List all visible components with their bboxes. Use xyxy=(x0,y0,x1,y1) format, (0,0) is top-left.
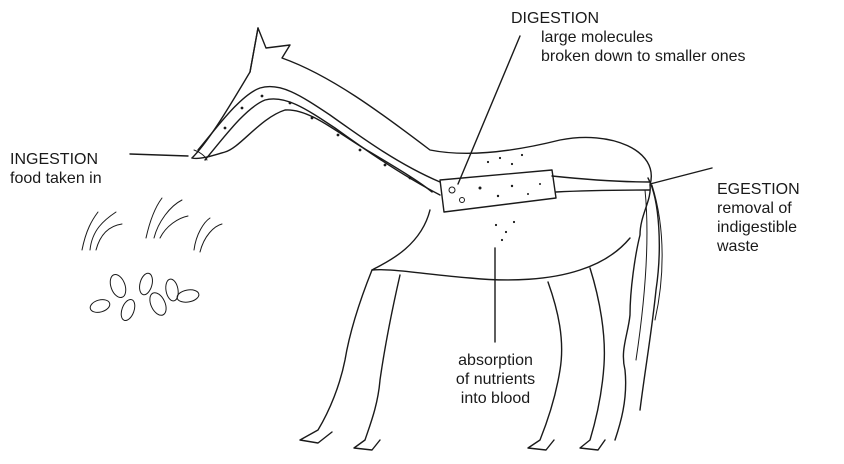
absorption-dots xyxy=(487,154,523,241)
digestion-label: DIGESTION large molecules broken down to… xyxy=(511,9,746,66)
egestion-desc-line-2: indigestible xyxy=(717,218,800,237)
absorption-label: absorption of nutrients into blood xyxy=(438,351,553,408)
gut-tube xyxy=(198,87,440,195)
absorption-desc-line-1: absorption xyxy=(438,351,553,370)
digestion-title: DIGESTION xyxy=(511,9,746,28)
digestion-chamber xyxy=(440,170,556,212)
ingestion-leader-line xyxy=(130,154,188,156)
ingestion-title: INGESTION xyxy=(10,150,102,169)
egestion-label: EGESTION removal of indigestible waste xyxy=(717,180,800,256)
digestion-desc-line-1: large molecules xyxy=(511,28,746,47)
leaves xyxy=(89,272,200,323)
absorption-desc-line-2: of nutrients xyxy=(438,370,553,389)
egestion-leader-line xyxy=(650,168,712,184)
egestion-desc-line-1: removal of xyxy=(717,199,800,218)
leader-lines xyxy=(130,36,712,342)
grass-clumps xyxy=(82,198,222,252)
ingestion-desc: food taken in xyxy=(10,169,102,188)
egestion-title: EGESTION xyxy=(717,180,800,199)
horse-outline xyxy=(192,28,662,450)
absorption-desc-line-3: into blood xyxy=(438,389,553,408)
intestine-to-tail xyxy=(552,176,650,192)
digestion-desc-line-2: broken down to smaller ones xyxy=(511,47,746,66)
ingestion-label: INGESTION food taken in xyxy=(10,150,102,188)
egestion-desc-line-3: waste xyxy=(717,237,800,256)
